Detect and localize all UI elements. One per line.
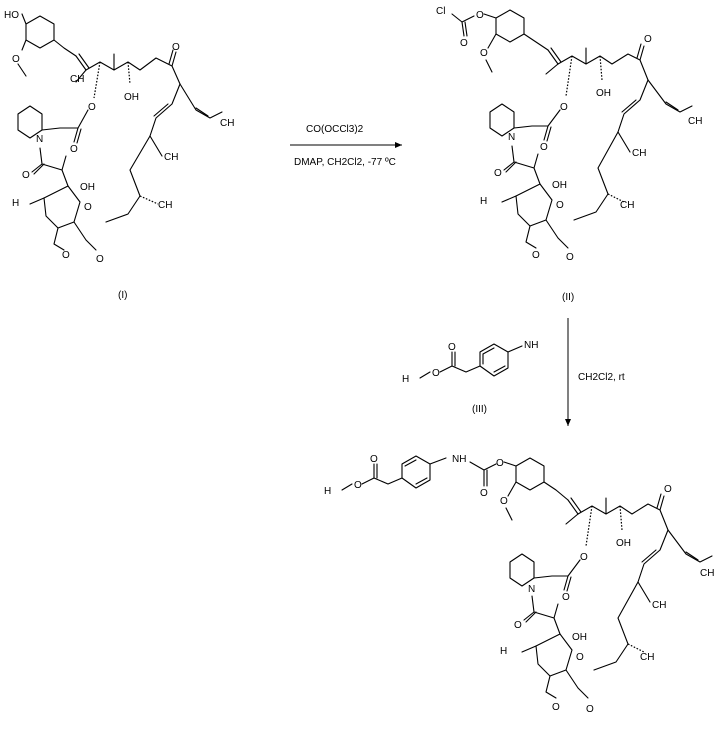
product-structure: H O O NH O O O OH O	[324, 454, 714, 715]
reaction-1-conditions: DMAP, CH2Cl2, -77 ºC	[294, 157, 396, 168]
compound-3-carbonyl-o: O	[448, 342, 456, 353]
compound-3-label: (III)	[472, 404, 487, 415]
compound-2-methyl-2: CH	[632, 148, 646, 159]
compound-1-oh-2: OH	[80, 182, 95, 193]
product-amide-o: O	[514, 620, 522, 631]
compound-2-ketone-o: O	[644, 34, 652, 45]
compound-2-chlorine: Cl	[436, 6, 445, 17]
product-ether-o: O	[354, 480, 362, 491]
product-methyl-3: CH	[640, 652, 654, 663]
product-nitrogen: N	[528, 584, 535, 595]
compound-2-ester-o-top: O	[476, 10, 484, 21]
compound-2-nitrogen: N	[508, 132, 515, 143]
compound-1-ome-1: O	[62, 250, 70, 261]
compound-1-ch2: CH	[220, 118, 234, 129]
product-nh: NH	[452, 454, 466, 465]
compound-1-structure: HO O CH OH O CH CH CH O	[4, 10, 234, 265]
product-carbamate-o: O	[480, 488, 488, 499]
compound-1-methoxy-o: O	[12, 54, 20, 65]
compound-1-ester-carbonyl-o: O	[70, 144, 78, 155]
compound-1-hydroxyl: HO	[4, 10, 19, 21]
compound-2-ester-carbonyl-o: O	[540, 142, 548, 153]
compound-2-methyl-3: CH	[620, 200, 634, 211]
product-pyran-o: O	[576, 652, 584, 663]
product-ester-o: O	[580, 552, 588, 563]
compound-3-nh2: NH	[524, 340, 538, 351]
product-ome-1: O	[552, 702, 560, 713]
compound-1-pyran-methyl: H	[12, 198, 19, 209]
compound-2-ch2: CH	[688, 116, 702, 127]
compound-2-oh-2: OH	[552, 180, 567, 191]
product-ester-carbonyl-o: O	[370, 454, 378, 465]
compound-2-ome-1: O	[532, 250, 540, 261]
compound-2-amide-o: O	[494, 168, 502, 179]
compound-1-label: (I)	[118, 290, 127, 301]
product-ch2: CH	[700, 568, 714, 579]
compound-1-amide-o: O	[22, 170, 30, 181]
product-h3c: H	[324, 486, 331, 497]
product-methyl-2: CH	[652, 600, 666, 611]
compound-1-ome-2: O	[96, 254, 104, 265]
compound-2-ester-o: O	[560, 102, 568, 113]
product-oh: OH	[616, 538, 631, 549]
product-oh-2: OH	[572, 632, 587, 643]
compound-1-methyl-3: CH	[158, 200, 172, 211]
product-pyran-methyl: H	[500, 646, 507, 657]
compound-1-ketone-o: O	[172, 42, 180, 53]
reaction-2-conditions: CH2Cl2, rt	[578, 372, 625, 383]
product-ome-2: O	[586, 704, 594, 715]
compound-1-ester-o: O	[88, 102, 96, 113]
compound-3-h3c: H	[402, 374, 409, 385]
compound-3-structure: H O O NH	[402, 340, 538, 385]
compound-1-nitrogen: N	[36, 134, 43, 145]
compound-2-ome-2: O	[566, 252, 574, 263]
compound-1-oh: OH	[124, 92, 139, 103]
compound-2-pyran-o: O	[556, 200, 564, 211]
compound-2-pyran-methyl: H	[480, 196, 487, 207]
compound-1-methyl-2: CH	[164, 152, 178, 163]
compound-2-oh: OH	[596, 88, 611, 99]
reaction-1-reagent: CO(OCCl3)2	[306, 124, 364, 135]
compound-1-methyl: CH	[70, 74, 84, 85]
product-methoxy-o: O	[500, 496, 508, 507]
compound-3-ether-o: O	[432, 368, 440, 379]
compound-2-label: (II)	[562, 292, 574, 303]
compound-1-pyran-o: O	[84, 202, 92, 213]
compound-2-structure: Cl O O O OH O CH CH CH O	[436, 6, 702, 263]
product-ketone-o: O	[664, 484, 672, 495]
compound-2-methoxy-o: O	[480, 48, 488, 59]
product-carbamate-ester-o: O	[496, 458, 504, 469]
compound-2-carbonyl-o: O	[460, 38, 468, 49]
product-lactone-o: O	[562, 592, 570, 603]
